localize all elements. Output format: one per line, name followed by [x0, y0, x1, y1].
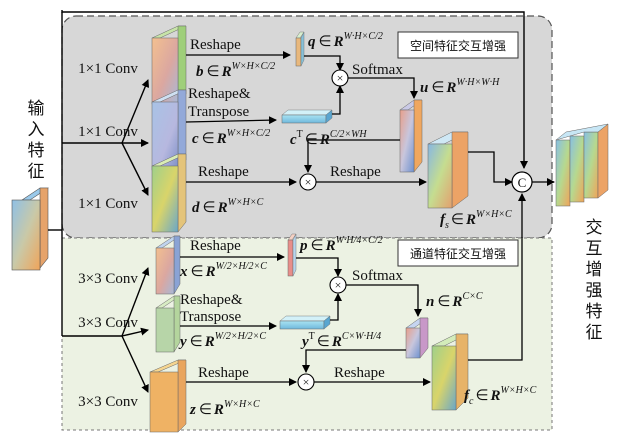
block-u [399, 99, 423, 173]
b-eq: b∈RW×H×C/2 [196, 61, 275, 80]
reshape-d-label: Reshape [198, 164, 249, 180]
spatial-conv-label-1: 1×1 Conv [78, 61, 138, 77]
multiply-op-4 [297, 373, 315, 391]
softmax-label: Softmax [352, 62, 403, 78]
output-label-5: 特 [586, 302, 603, 322]
q-eq: q∈RW·H×C/2 [308, 31, 383, 50]
y-eq: y∈RW/2×H/2×C [178, 331, 266, 350]
channel-conv-label-3: 3×3 Conv [78, 394, 138, 410]
multiply-op-1 [331, 69, 349, 87]
multiply-op-3 [329, 276, 347, 294]
output-label-1: 交 [586, 218, 603, 238]
bar-yt [279, 315, 331, 330]
block-y [155, 295, 181, 353]
d-eq: d∈RW×H×C [192, 197, 264, 216]
output-label-4: 强 [586, 281, 603, 301]
reshape-b-label: Reshape [190, 37, 241, 53]
reshape-c-label-1: Reshape& [188, 86, 251, 102]
block-n [405, 317, 429, 359]
channel-module-title: 通道特征交互增强 [410, 246, 506, 261]
block-c [151, 89, 187, 171]
yt-eq: yT∈RC×W·H/4 [300, 331, 381, 350]
multiply-op-2 [299, 173, 317, 191]
block-d [151, 153, 187, 233]
reshape-y-label-1: Reshape& [180, 292, 243, 308]
input-top-line [61, 10, 528, 169]
bar-p [287, 233, 297, 277]
reshape-out-label-2: Reshape [334, 365, 385, 381]
reshape-y-label-2: Transpose [180, 309, 241, 325]
spatial-conv-label-3: 1×1 Conv [78, 196, 138, 212]
spatial-conv-label-2: 1×1 Conv [78, 124, 138, 140]
z-eq: z∈RW×H×C [189, 399, 260, 418]
p-eq: p∈RW·H/4×C/2 [298, 235, 383, 254]
reshape-c-label-2: Transpose [188, 104, 249, 120]
block-fc [431, 333, 469, 411]
reshape-out-label: Reshape [330, 164, 381, 180]
bar-ct [281, 109, 333, 124]
svg-text:×: × [337, 71, 344, 85]
n-eq: n∈RC×C [426, 291, 483, 310]
output-label-2: 互 [586, 239, 603, 259]
reshape-z-label: Reshape [198, 365, 249, 381]
u-eq: u∈RW·H×W·H [420, 77, 500, 96]
block-z [149, 359, 187, 433]
reshape-x-label: Reshape [190, 238, 241, 254]
svg-text:×: × [303, 375, 310, 389]
concat-op [511, 171, 533, 193]
block-fs [427, 131, 469, 209]
c-eq: c∈RW×H×C/2 [192, 128, 270, 147]
fc-eq: fc∈RW×H×C [464, 385, 537, 407]
input-label-4: 征 [28, 162, 45, 182]
input-label-2: 入 [28, 120, 45, 140]
spatial-module-title: 空间特征交互增强 [410, 38, 506, 53]
output-label-6: 征 [586, 323, 603, 343]
block-x [155, 235, 181, 295]
input-feature-block [11, 187, 49, 271]
svg-text:C: C [518, 175, 527, 190]
output-feature-block [555, 123, 609, 207]
svg-text:×: × [305, 175, 312, 189]
svg-text:×: × [335, 278, 342, 292]
x-eq: x∈RW/2×H/2×C [179, 261, 267, 280]
softmax-label-2: Softmax [352, 268, 403, 284]
fs-eq: fs∈RW×H×C [440, 209, 512, 231]
channel-conv-label-2: 3×3 Conv [78, 315, 138, 331]
input-label-3: 特 [28, 141, 45, 161]
bar-q [295, 31, 305, 67]
channel-conv-label-1: 3×3 Conv [78, 271, 138, 287]
ct-eq: cT∈RC/2×WH [290, 129, 367, 148]
output-label-3: 增 [586, 260, 603, 280]
input-label-1: 输 [28, 99, 45, 119]
